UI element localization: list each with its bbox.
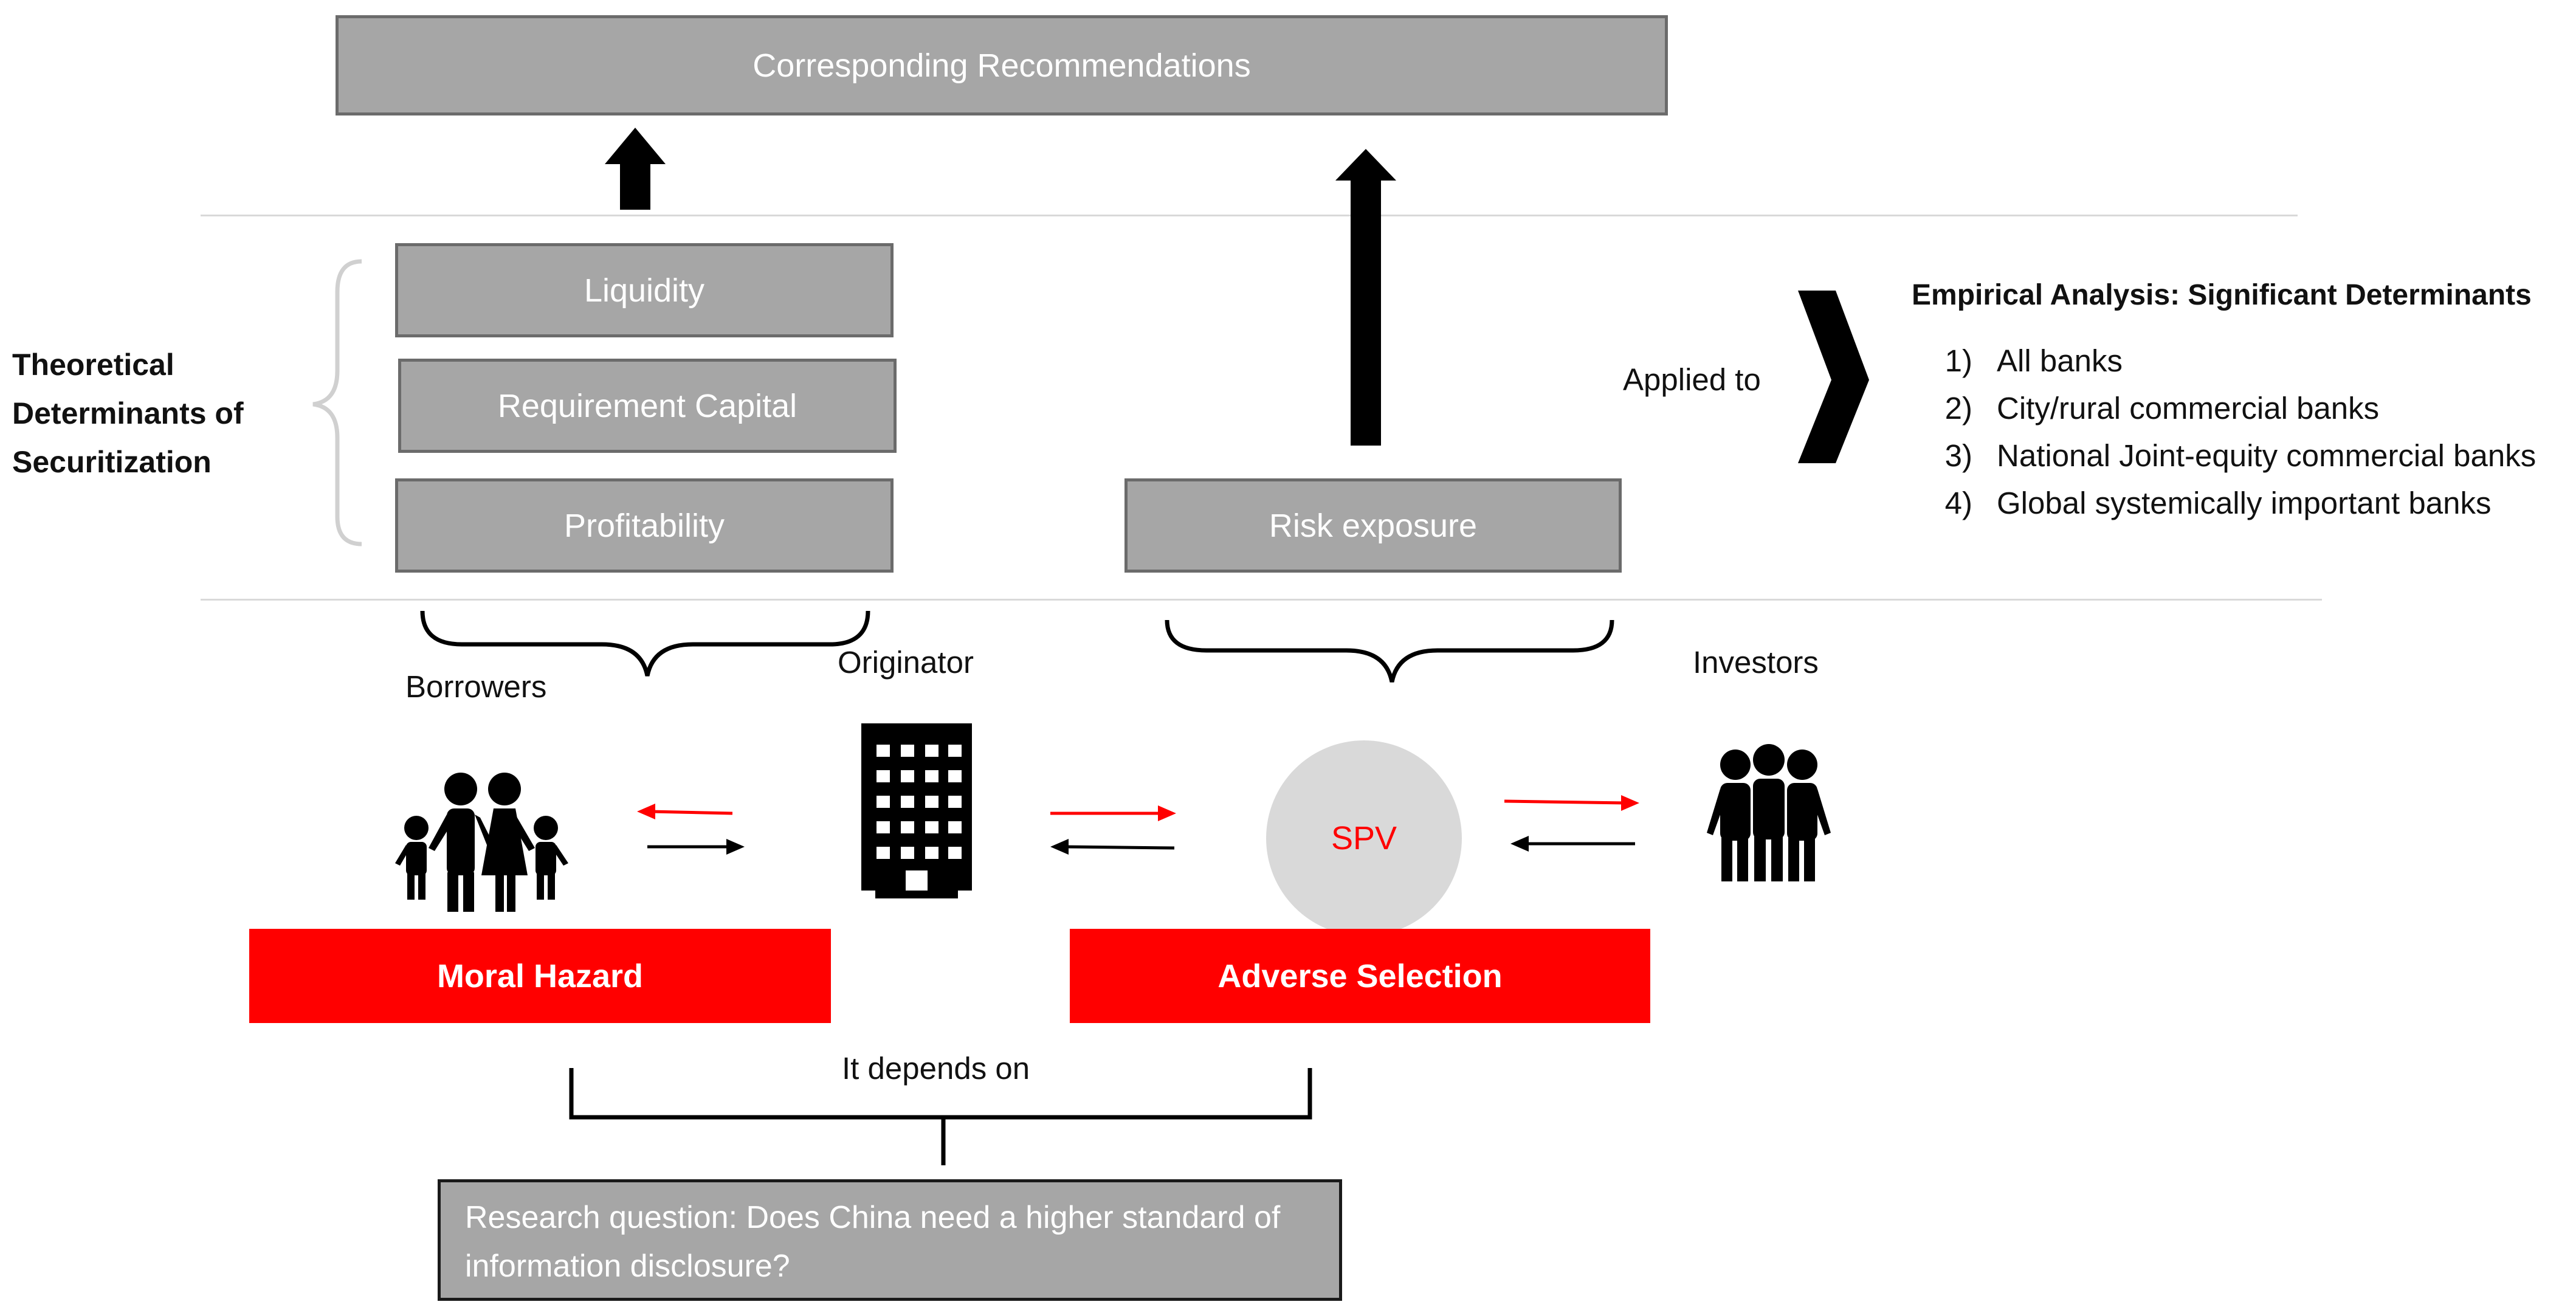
moral-hazard-box: Moral Hazard xyxy=(249,929,831,1023)
empirical-item: 4)Global systemically important banks xyxy=(1944,486,2492,520)
family-icon xyxy=(395,773,568,912)
empirical-title: Empirical Analysis: Significant Determin… xyxy=(1912,279,2532,311)
arrow-investors-to-spv-icon xyxy=(1510,836,1635,852)
spv-circle: SPV xyxy=(1266,740,1462,936)
arrow-originator-to-borrowers-icon xyxy=(637,804,733,819)
spv-label: SPV xyxy=(1331,820,1397,856)
brace-borrowers-originator xyxy=(420,610,870,677)
risk-exposure-box: Risk exposure xyxy=(1124,478,1622,573)
determinant-liquidity: Liquidity xyxy=(395,243,894,337)
investors-icon xyxy=(1707,744,1831,881)
originator-label: Originator xyxy=(838,645,974,680)
research-question-box: Research question: Does China need a hig… xyxy=(438,1179,1342,1301)
depends-on-label: It depends on xyxy=(842,1051,1030,1086)
investors-label: Investors xyxy=(1693,645,1819,680)
adverse-selection-box: Adverse Selection xyxy=(1070,929,1650,1023)
up-arrow-left-icon xyxy=(605,128,666,210)
arrow-spv-to-originator-icon xyxy=(1050,839,1175,855)
empirical-item: 3)National Joint-equity commercial banks xyxy=(1944,438,2536,473)
empirical-analysis: Empirical Analysis: Significant Determin… xyxy=(1912,278,2574,527)
theoretical-label: Theoretical Determinants of Securitizati… xyxy=(12,348,244,479)
recommendations-box: Corresponding Recommendations xyxy=(336,15,1668,115)
determinant-requirement-capital: Requirement Capital xyxy=(398,359,897,453)
arrow-originator-to-spv-icon xyxy=(1050,805,1176,821)
separator-bottom xyxy=(201,599,2322,601)
applied-to-label: Applied to xyxy=(1623,362,1761,397)
empirical-list: 1)All banks 2)City/rural commercial bank… xyxy=(1912,337,2574,527)
empirical-item: 1)All banks xyxy=(1944,343,2123,378)
arrow-borrowers-to-originator-icon xyxy=(647,839,745,855)
borrowers-label: Borrowers xyxy=(405,669,547,704)
theoretical-brace xyxy=(312,259,362,546)
arrow-spv-to-investors-icon xyxy=(1504,795,1639,811)
building-icon xyxy=(861,723,972,898)
up-arrow-right-icon xyxy=(1335,149,1396,446)
chevron-right-icon xyxy=(1798,291,1869,463)
determinant-profitability: Profitability xyxy=(395,478,894,573)
research-question-text: Research question: Does China need a hig… xyxy=(465,1200,1281,1284)
empirical-item: 2)City/rural commercial banks xyxy=(1944,391,2380,426)
brace-spv-investors xyxy=(1165,619,1614,683)
separator-top xyxy=(201,215,2298,216)
